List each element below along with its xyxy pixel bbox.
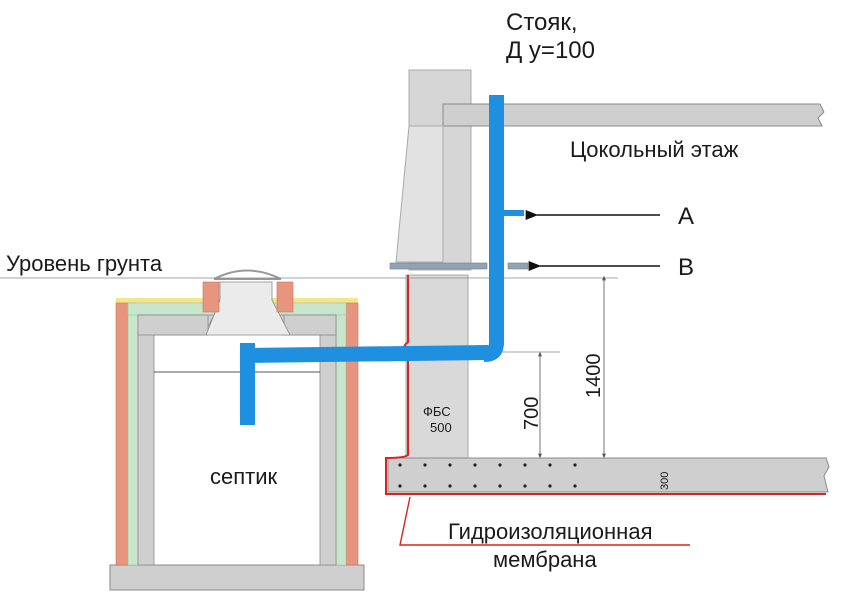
dim-300-label: 300 bbox=[659, 472, 671, 490]
brick-collar-left bbox=[202, 281, 220, 313]
inlet-pipe bbox=[240, 343, 255, 425]
riser-label-line1: Стояк, bbox=[506, 9, 578, 36]
pipe-bend bbox=[484, 342, 504, 362]
insulation-right bbox=[335, 302, 347, 566]
septic-base-slab bbox=[109, 564, 365, 591]
fbs-label-line1: ФБС bbox=[423, 404, 451, 419]
building-foundation bbox=[0, 69, 830, 495]
wall-taper bbox=[395, 125, 444, 263]
fbs-block bbox=[405, 274, 469, 459]
marker-b-label: B bbox=[678, 254, 694, 281]
hatch-lid bbox=[213, 269, 282, 280]
septic-label: септик bbox=[210, 464, 278, 489]
sleeve-b-wall bbox=[389, 262, 488, 270]
hatch-neck bbox=[205, 281, 291, 336]
horizontal-pipe bbox=[244, 345, 488, 363]
sleeve-b-marker bbox=[507, 262, 529, 270]
tank-top-slab-right bbox=[283, 314, 337, 336]
ground-level-label: Уровень грунта bbox=[6, 251, 163, 276]
riser-pipe bbox=[489, 95, 504, 345]
dim-700-label: 700 bbox=[521, 397, 543, 430]
membrane-label-line1: Гидроизоляционная bbox=[448, 519, 652, 544]
riser-label-line2: Д у=100 bbox=[506, 37, 595, 64]
tank-wall-left bbox=[137, 314, 155, 566]
basement-floor-label: Цокольный этаж bbox=[570, 137, 739, 162]
rebar-dots bbox=[398, 463, 577, 488]
dim-1400-label: 1400 bbox=[583, 354, 605, 399]
foundation-slab bbox=[387, 457, 830, 493]
dimensions bbox=[500, 275, 606, 459]
sewer-pipe bbox=[240, 95, 524, 425]
brick-outer-right bbox=[345, 302, 359, 566]
membrane-leader bbox=[399, 496, 690, 546]
brick-collar-right bbox=[276, 281, 294, 313]
insulation-left bbox=[127, 302, 139, 566]
tank-top-slab-left bbox=[137, 314, 209, 336]
fbs-label-line2: 500 bbox=[430, 420, 452, 435]
membrane-label-line2: мембрана bbox=[493, 547, 597, 572]
brick-outer-left bbox=[115, 302, 129, 566]
marker-a-label: A bbox=[678, 203, 694, 230]
branch-stub-a bbox=[504, 210, 524, 216]
septic-tank bbox=[109, 269, 365, 591]
